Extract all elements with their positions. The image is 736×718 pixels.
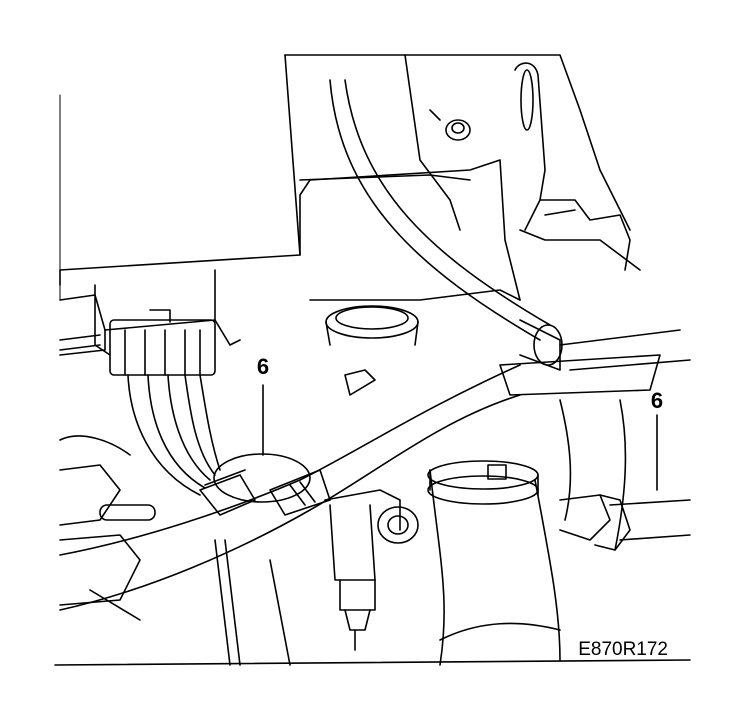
- sensor: [324, 489, 419, 651]
- figure-code: E870R172: [578, 639, 668, 660]
- lower-bracket: [59, 435, 291, 666]
- frame-lines: [54, 94, 691, 666]
- tube: [329, 79, 691, 396]
- right-clip: [559, 399, 691, 551]
- filler-cap: [325, 305, 419, 396]
- callout-left-marker: [213, 384, 311, 503]
- coolant-hose: [427, 460, 561, 666]
- callout-label-left: 6: [257, 354, 269, 379]
- engine-cover: [59, 54, 641, 301]
- wiring-harness: [59, 364, 521, 611]
- connector-block: [59, 269, 241, 496]
- callout-label-right: 6: [651, 388, 663, 413]
